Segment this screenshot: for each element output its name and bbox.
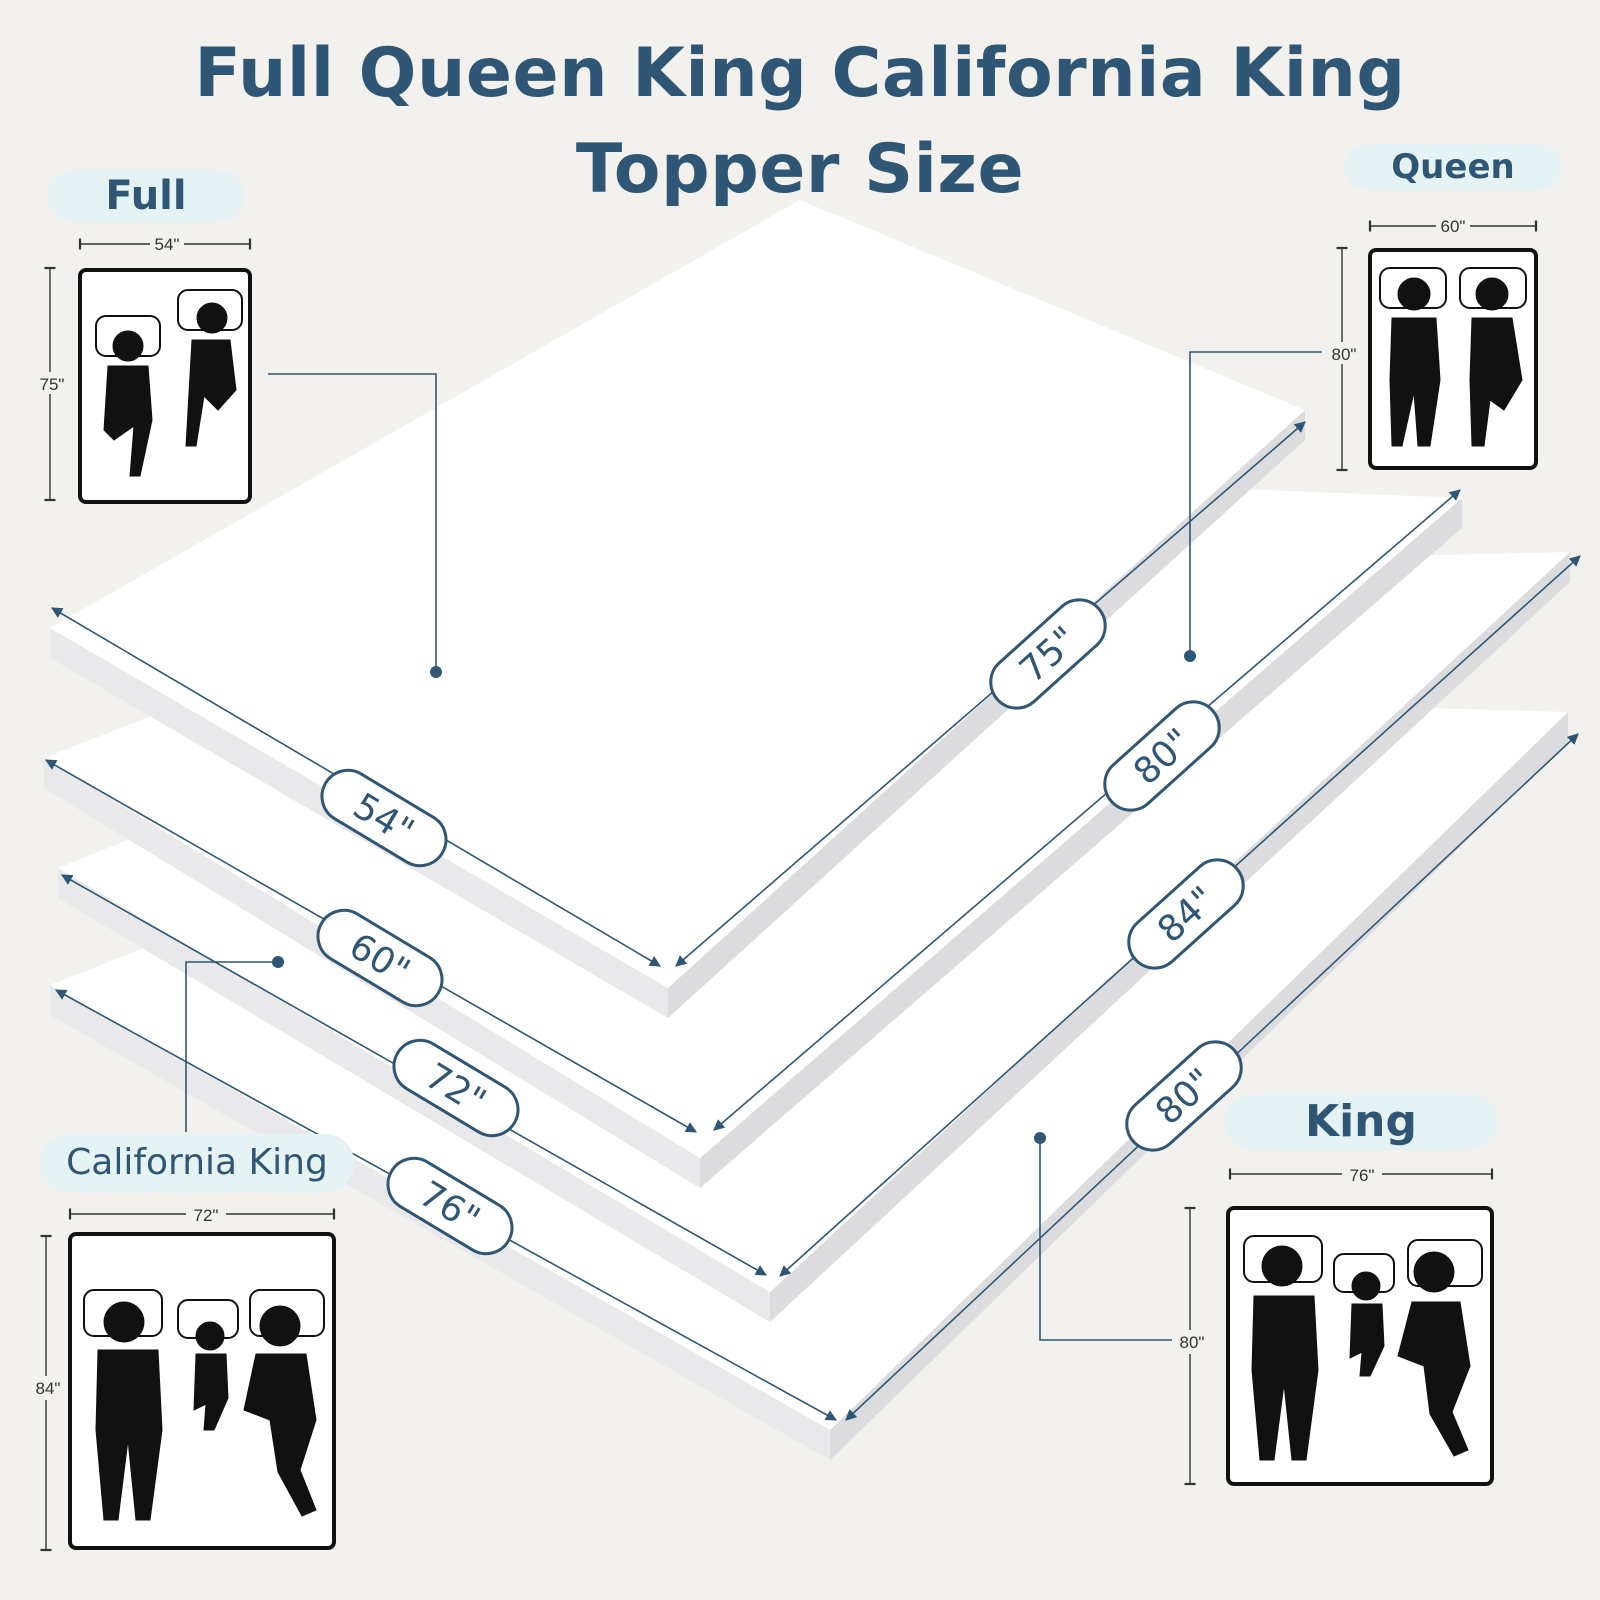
sleeper-icon <box>1379 267 1527 447</box>
king-length-label: 80" <box>1180 1333 1205 1352</box>
full-bed-diagram: 54" 75" <box>34 232 252 504</box>
measure-pill-second-width: 60" <box>316 908 444 1008</box>
sleeper-icon <box>95 289 243 477</box>
california-king-width-label: 72" <box>194 1206 219 1225</box>
full-length-label: 75" <box>40 375 65 394</box>
queen-bed-diagram: 60" 80" <box>1324 214 1538 472</box>
full-width-label: 54" <box>155 235 180 254</box>
sleeper-icon <box>83 1289 325 1521</box>
sleeper-icon <box>1243 1235 1483 1461</box>
page-title-line-1: Full Queen King California King <box>194 34 1406 113</box>
page-title-line-2: Topper Size <box>575 130 1025 209</box>
queen-size-label: Queen <box>1344 144 1562 190</box>
california-king-length-label: 84" <box>36 1379 61 1398</box>
king-bed-diagram: 76" 80" <box>1172 1162 1494 1486</box>
queen-width-label: 60" <box>1441 217 1466 236</box>
king-width-label: 76" <box>1350 1166 1375 1185</box>
california-king-bed-diagram: 72" 84" <box>28 1202 336 1552</box>
california-king-size-label: California King <box>40 1134 354 1192</box>
full-size-label: Full <box>48 170 244 222</box>
leader-dots <box>272 650 1196 1144</box>
leader-lines <box>185 351 1322 1341</box>
queen-length-label: 80" <box>1332 345 1357 364</box>
king-size-label: King <box>1224 1094 1498 1150</box>
